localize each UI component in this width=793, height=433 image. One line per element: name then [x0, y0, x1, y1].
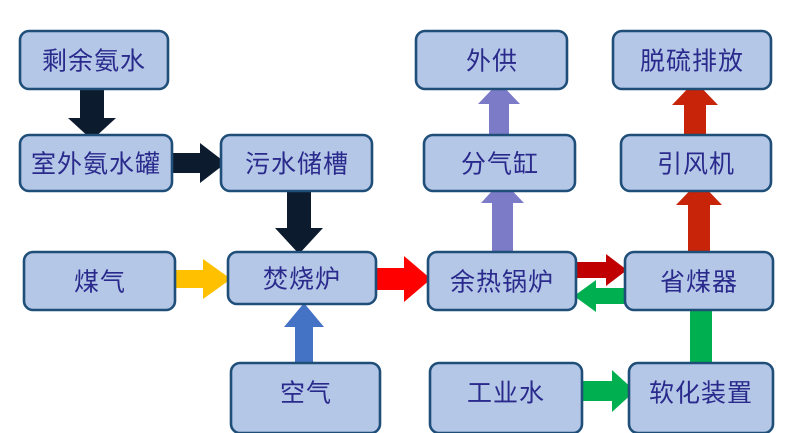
- node-label-softening-device: 软化装置: [649, 379, 753, 408]
- node-label-induced-draft-fan: 引风机: [657, 150, 735, 179]
- node-label-air: 空气: [280, 379, 332, 408]
- node-outdoor-ammonia-tank[interactable]: 室外氨水罐: [18, 133, 174, 193]
- arrow-sewage-to-incinerator: [275, 188, 323, 254]
- node-label-external-supply: 外供: [466, 47, 518, 76]
- node-surplus-ammonia-water[interactable]: 剩余氨水: [18, 29, 170, 91]
- arrow-tank-to-sewage: [169, 143, 226, 183]
- arrow-water-to-softening: [580, 370, 635, 412]
- arrow-fan-to-emission: [672, 81, 718, 137]
- node-box-air[interactable]: [229, 361, 382, 433]
- node-box-external-supply[interactable]: [414, 29, 569, 91]
- node-induced-draft-fan[interactable]: 引风机: [619, 133, 773, 193]
- arrow-boiler-to-economizer: [574, 254, 627, 286]
- node-label-incinerator: 焚烧炉: [263, 265, 341, 294]
- node-label-waste-heat-boiler: 余热锅炉: [450, 268, 554, 297]
- arrow-ammonia-to-tank: [68, 85, 116, 140]
- arrow-gas-to-incinerator: [173, 259, 231, 299]
- node-layer: 剩余氨水 室外氨水罐 污水储槽 煤气 焚烧炉 空气: [18, 29, 775, 433]
- node-box-economizer[interactable]: [623, 250, 775, 312]
- node-external-supply[interactable]: 外供: [414, 29, 569, 91]
- arrow-air-to-incinerator: [284, 303, 324, 365]
- node-incinerator[interactable]: 焚烧炉: [226, 250, 378, 306]
- node-coal-gas[interactable]: 煤气: [22, 250, 177, 312]
- node-box-gas-distribution-tank[interactable]: [422, 133, 577, 193]
- node-label-gas-distribution-tank: 分气缸: [461, 150, 539, 179]
- node-gas-distribution-tank[interactable]: 分气缸: [422, 133, 577, 193]
- node-label-sewage-storage-tank: 污水储槽: [245, 150, 349, 179]
- node-softening-device[interactable]: 软化装置: [627, 361, 775, 433]
- node-box-induced-draft-fan[interactable]: [619, 133, 773, 193]
- node-box-industrial-water[interactable]: [428, 361, 584, 433]
- arrow-softening-to-economizer: [678, 268, 724, 365]
- node-sewage-storage-tank[interactable]: 污水储槽: [219, 133, 374, 193]
- node-air[interactable]: 空气: [229, 361, 382, 433]
- node-box-coal-gas[interactable]: [22, 250, 177, 312]
- node-label-outdoor-ammonia-tank: 室外氨水罐: [31, 150, 161, 179]
- node-desulfurization-emission[interactable]: 脱硫排放: [611, 29, 773, 91]
- node-label-desulfurization-emission: 脱硫排放: [640, 47, 744, 76]
- node-label-industrial-water: 工业水: [467, 379, 545, 408]
- arrow-incinerator-to-boiler: [374, 256, 431, 302]
- arrow-economizer-to-boiler: [574, 280, 627, 312]
- node-label-coal-gas: 煤气: [74, 268, 126, 297]
- arrow-economizer-to-fan: [676, 181, 722, 254]
- arrow-layer: [68, 81, 724, 412]
- node-waste-heat-boiler[interactable]: 余热锅炉: [426, 250, 578, 312]
- node-label-economizer: 省煤器: [660, 268, 738, 297]
- arrow-boiler-to-gas-drum: [481, 180, 524, 254]
- arrow-gas-drum-to-external: [478, 82, 520, 137]
- node-box-sewage-storage-tank[interactable]: [219, 133, 374, 193]
- node-box-waste-heat-boiler[interactable]: [426, 250, 578, 312]
- node-box-outdoor-ammonia-tank[interactable]: [18, 133, 174, 193]
- node-label-surplus-ammonia-water: 剩余氨水: [42, 47, 146, 76]
- node-box-desulfurization-emission[interactable]: [611, 29, 773, 91]
- node-industrial-water[interactable]: 工业水: [428, 361, 584, 433]
- node-economizer[interactable]: 省煤器: [623, 250, 775, 312]
- node-box-incinerator[interactable]: [226, 250, 378, 306]
- node-box-surplus-ammonia-water[interactable]: [18, 29, 170, 91]
- node-box-softening-device[interactable]: [627, 361, 775, 433]
